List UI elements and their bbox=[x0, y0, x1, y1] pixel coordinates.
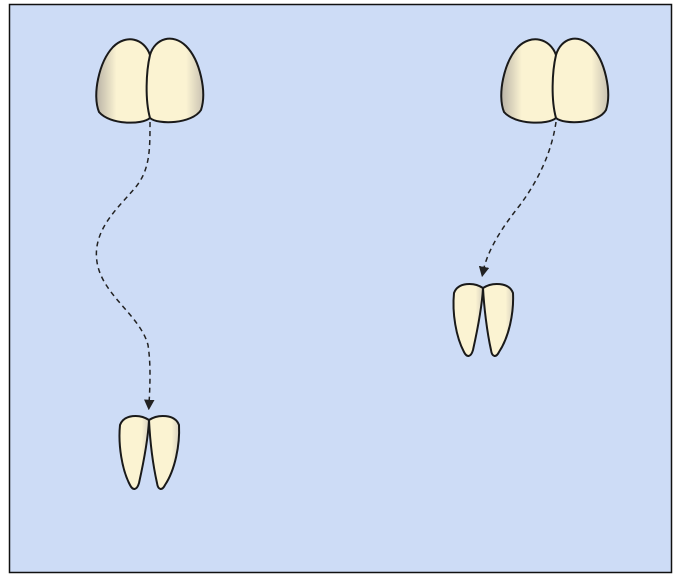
right-upper-crowns bbox=[501, 39, 608, 123]
